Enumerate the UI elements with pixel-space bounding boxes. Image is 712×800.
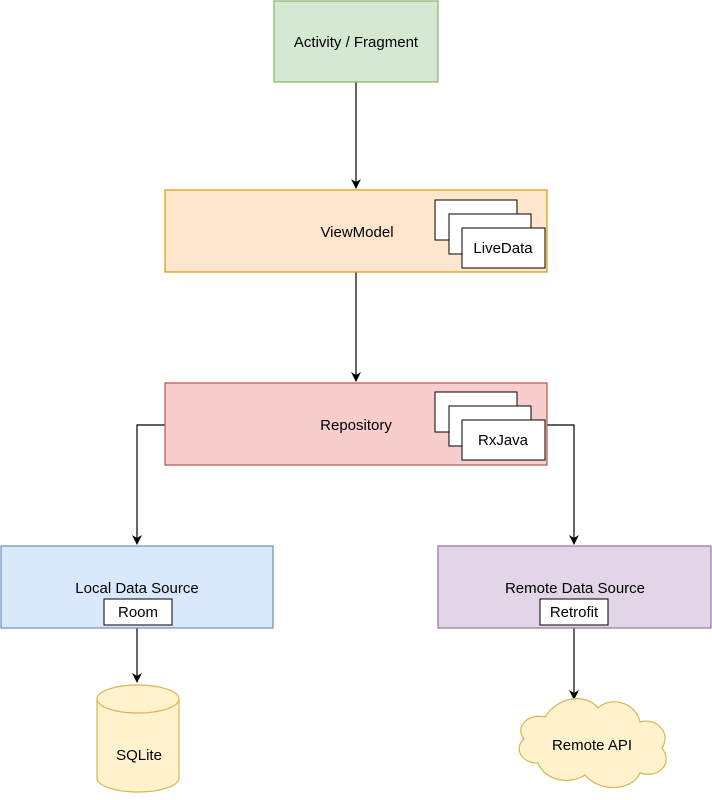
local-data-source-node[interactable]: Local Data Source Room [0, 545, 274, 629]
edges [132, 82, 579, 700]
edge-repository-to-local [132, 424, 165, 545]
remote-api-cloud-icon[interactable]: Remote API [518, 698, 667, 789]
sqlite-label: SQLite [116, 747, 162, 764]
viewmodel-label: ViewModel [320, 224, 393, 241]
remote-data-source-node[interactable]: Remote Data Source Retrofit [437, 545, 712, 629]
retrofit-badge [539, 598, 609, 626]
rxjava-stack: RxJava [434, 391, 546, 461]
livedata-label: LiveData [473, 240, 533, 257]
activity-fragment-box [273, 0, 439, 83]
sqlite-cylinder-top [96, 684, 180, 714]
remote-api-label: Remote API [552, 737, 632, 754]
livedata-stack: LiveData [434, 199, 546, 269]
room-label: Room [118, 604, 158, 621]
repository-label: Repository [320, 417, 392, 434]
repository-node[interactable]: Repository RxJava [164, 382, 548, 466]
local-data-source-label: Local Data Source [75, 580, 198, 597]
sqlite-database-icon[interactable]: SQLite [96, 684, 180, 793]
retrofit-label: Retrofit [550, 604, 599, 621]
livedata-box [461, 227, 546, 269]
viewmodel-node[interactable]: ViewModel LiveData [164, 189, 548, 273]
activity-fragment-label: Activity / Fragment [294, 34, 419, 51]
rxjava-box [461, 419, 546, 461]
activity-fragment-node[interactable]: Activity / Fragment [273, 0, 439, 83]
sqlite-cylinder-body [96, 699, 180, 793]
remote-api-cloud-shape [518, 698, 667, 789]
rxjava-label: RxJava [478, 432, 529, 449]
edge-repository-to-remote [547, 424, 579, 545]
room-badge [103, 598, 173, 626]
remote-data-source-label: Remote Data Source [505, 580, 645, 597]
